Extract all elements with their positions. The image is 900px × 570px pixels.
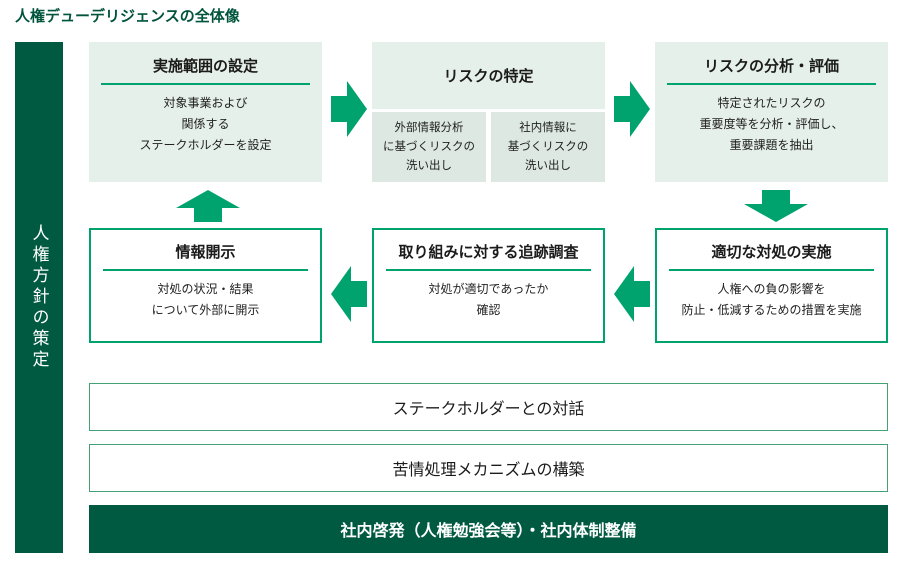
step-box-information-disclosure: 情報開示 対処の状況・結果 について外部に開示 xyxy=(89,228,322,343)
sub-box-external-analysis: 外部情報分析 に基づくリスクの 洗い出し xyxy=(372,112,486,182)
bar-label: 社内啓発（人権勉強会等）・社内体制整備 xyxy=(340,523,637,540)
step-description: 特定されたリスクの 重要度等を分析・評価し、 重要課題を抽出 xyxy=(699,96,844,152)
bar-internal-awareness: 社内啓発（人権勉強会等）・社内体制整備 xyxy=(89,505,888,553)
risk-identification-sub-boxes: 外部情報分析 に基づくリスクの 洗い出し 社内情報に 基づくリスクの 洗い出し xyxy=(372,112,605,182)
step-box-risk-analysis: リスクの分析・評価 特定されたリスクの 重要度等を分析・評価し、 重要課題を抽出 xyxy=(655,42,888,182)
step-description: 人権への負の影響を 防止・低減するための措置を実施 xyxy=(681,282,862,317)
step-title: 実施範囲の設定 xyxy=(152,58,258,75)
step-box-scope-setting: 実施範囲の設定 対象事業および 関係する ステークホルダーを設定 xyxy=(89,42,322,182)
step-title: 適切な対処の実施 xyxy=(711,244,832,261)
bar-stakeholder-dialogue: ステークホルダーとの対話 xyxy=(89,383,888,431)
step-description: 対処の状況・結果 について外部に開示 xyxy=(151,282,260,317)
title-underline xyxy=(103,269,308,271)
arrow-left-icon xyxy=(331,266,367,322)
step-title: 取り組みに対する追跡調査 xyxy=(398,244,579,261)
title-underline xyxy=(669,269,874,271)
step-description: 対処が適切であったか 確認 xyxy=(428,282,549,317)
step-title: リスクの分析・評価 xyxy=(703,58,839,75)
arrow-up-icon xyxy=(176,190,240,222)
page-title: 人権デューデリジェンスの全体像 xyxy=(15,8,240,25)
arrow-down-icon xyxy=(744,190,808,222)
title-underline xyxy=(667,83,876,85)
arrow-right-icon xyxy=(331,81,367,137)
arrow-right-icon xyxy=(614,81,650,137)
sub-box-internal-info: 社内情報に 基づくリスクの 洗い出し xyxy=(491,112,605,182)
step-box-appropriate-response: 適切な対処の実施 人権への負の影響を 防止・低減するための措置を実施 xyxy=(655,228,888,343)
title-underline xyxy=(386,269,591,271)
bar-label: ステークホルダーとの対話 xyxy=(392,401,585,418)
step-title: リスクの特定 xyxy=(372,42,605,109)
title-underline xyxy=(101,83,310,85)
step-box-follow-up-survey: 取り組みに対する追跡調査 対処が適切であったか 確認 xyxy=(372,228,605,343)
arrow-left-icon xyxy=(614,266,650,322)
step-box-risk-identification: リスクの特定 外部情報分析 に基づくリスクの 洗い出し 社内情報に 基づくリスク… xyxy=(372,42,605,182)
bar-grievance-mechanism: 苦情処理メカニズムの構築 xyxy=(89,444,888,492)
policy-side-bar-label: 人権方針の策定 xyxy=(29,224,49,371)
policy-side-bar: 人権方針の策定 xyxy=(15,42,63,553)
step-description: 対象事業および 関係する ステークホルダーを設定 xyxy=(139,96,272,152)
step-title: 情報開示 xyxy=(175,244,236,261)
bar-label: 苦情処理メカニズムの構築 xyxy=(392,462,585,479)
